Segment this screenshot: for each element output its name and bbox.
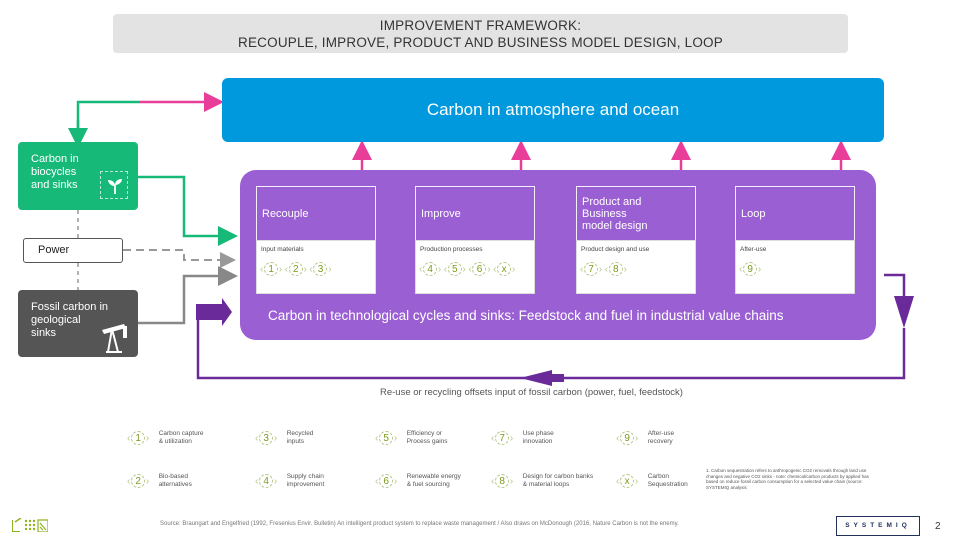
brand-mark-icon — [11, 517, 49, 537]
power-box: Power — [23, 238, 123, 263]
legend-item: ‹1›Carbon capture& utilization — [127, 430, 204, 445]
stage-improve-sub: Production processes — [420, 246, 483, 253]
source-citation: Source: Braungart and Engelfried (1992, … — [160, 521, 679, 527]
stage-recouple-card: Input materials ‹1› ‹2› ‹3› — [256, 240, 376, 294]
stage-loop-card: After-use ‹9› — [735, 240, 855, 294]
sprout-icon — [100, 171, 128, 199]
biocycles-line-1: Carbon in — [31, 153, 79, 165]
badge-6: ‹6› — [468, 262, 491, 276]
stage-design-title: Product and Business model design — [576, 186, 696, 240]
footnote: 1. Carbon sequestration refers to anthro… — [706, 468, 869, 490]
legend-item: ‹8›Design for carbon banks& material loo… — [491, 473, 594, 488]
framework-title: IMPROVEMENT FRAMEWORK: RECOUPLE, IMPROVE… — [113, 14, 848, 53]
stage-loop-sub: After-use — [740, 246, 767, 253]
page-number: 2 — [935, 521, 941, 532]
tech-cycles-label: Carbon in technological cycles and sinks… — [268, 308, 784, 323]
atmosphere-box: Carbon in atmosphere and ocean — [222, 78, 884, 142]
reuse-label: Re-use or recycling offsets input of fos… — [380, 387, 683, 398]
badge-1: ‹1› — [260, 262, 282, 276]
badge-8: ‹8› — [604, 262, 627, 276]
stage-recouple-sub: Input materials — [261, 246, 304, 253]
badge-4: ‹4› — [419, 262, 441, 276]
stage-loop-title: Loop — [735, 186, 855, 240]
legend-item: ‹6›Renewable energy& fuel sourcing — [375, 473, 461, 488]
badge-3: ‹3› — [309, 262, 332, 276]
systemiq-logo: SYSTEMIQ — [836, 516, 920, 536]
fossil-line-2: geological — [31, 314, 81, 326]
badge-x: ‹x› — [493, 262, 515, 276]
stage-improve-title: Improve — [415, 186, 535, 240]
fossil-line-3: sinks — [31, 327, 57, 339]
badge-5: ‹5› — [443, 262, 466, 276]
fossil-box: Fossil carbon in geological sinks — [18, 290, 138, 357]
biocycles-line-2: biocycles — [31, 166, 77, 178]
badge-2: ‹2› — [284, 262, 307, 276]
biocycles-line-3: and sinks — [31, 179, 78, 191]
stage-improve-card: Production processes ‹4› ‹5› ‹6› ‹x› — [415, 240, 535, 294]
fossil-line-1: Fossil carbon in — [31, 301, 109, 313]
title-line-1: IMPROVEMENT FRAMEWORK: — [379, 18, 582, 33]
badge-7: ‹7› — [580, 262, 602, 276]
title-line-2: RECOUPLE, IMPROVE, PRODUCT AND BUSINESS … — [238, 35, 723, 50]
badge-9: ‹9› — [739, 262, 761, 276]
stage-design-sub: Product design and use — [581, 246, 650, 253]
stage-recouple-title: Recouple — [256, 186, 376, 240]
stage-design-card: Product design and use ‹7› ‹8› — [576, 240, 696, 294]
oil-pump-icon — [98, 320, 132, 359]
